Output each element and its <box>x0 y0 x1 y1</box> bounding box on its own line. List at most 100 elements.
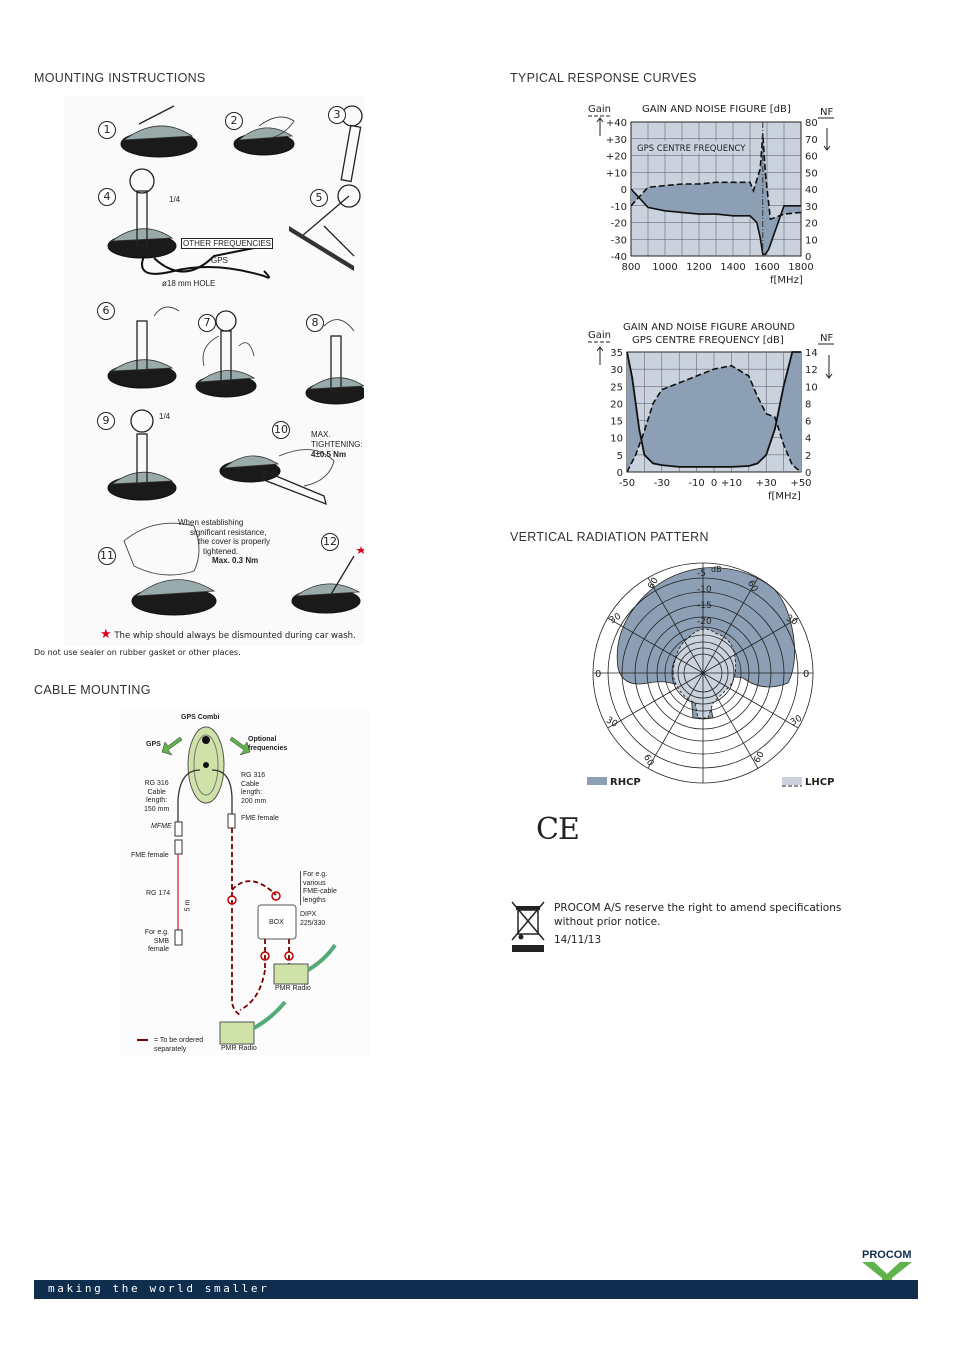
chart2-gain-label: Gain <box>588 330 611 341</box>
chart2-area <box>627 352 801 472</box>
rhcp-swatch <box>587 777 607 785</box>
chart2-title-1: GAIN AND NOISE FIGURE AROUND <box>623 322 795 333</box>
db-unit: dB <box>711 565 722 574</box>
chart1-x-unit: f[MHz] <box>770 275 803 286</box>
nf-tick-label: 80 <box>805 118 818 129</box>
weee-bin-icon <box>511 901 545 952</box>
cable-gps-label: GPS <box>146 741 161 748</box>
fme-female-right-label: FME female <box>241 815 279 822</box>
chart1-centre-label-bg <box>635 141 747 153</box>
cable-diagram-svg <box>137 726 337 1045</box>
cable-diagram <box>120 710 370 1055</box>
mfme-label: MFME <box>151 823 172 830</box>
x-tick-label: +30 <box>756 478 777 489</box>
chart1-nf-ticks: 80 70 60 50 40 30 20 10 0 <box>805 118 818 263</box>
gain-tick-label: -40 <box>611 252 627 263</box>
nf-tick-label: 70 <box>805 135 818 146</box>
nf-tick-label: 30 <box>805 202 818 213</box>
hole-label: ø18 mm HOLE <box>162 279 216 288</box>
step-2: 2 <box>225 112 243 130</box>
gain-tick-label: 15 <box>610 417 623 428</box>
step-3: 3 <box>328 106 346 124</box>
mounting-title: MOUNTING INSTRUCTIONS <box>34 71 206 85</box>
smb-label: For e.g.SMB female <box>144 929 169 953</box>
gain-tick-label: 20 <box>610 399 623 410</box>
notice: PROCOM A/S reserve the right to amend sp… <box>554 901 841 947</box>
lhcp-label: LHCP <box>805 777 834 788</box>
quarter-turn-label-9: 1/4 <box>159 412 171 421</box>
nf-tick-label: 10 <box>805 235 818 246</box>
gain-tick-label: 5 <box>617 451 623 462</box>
notice-date: 14/11/13 <box>554 934 602 946</box>
x-tick-label: -30 <box>654 478 670 489</box>
response-title: TYPICAL RESPONSE CURVES <box>510 71 697 85</box>
star-icon: ★ <box>100 627 112 642</box>
nf-tick-label: 0 <box>805 468 811 479</box>
five-m-label: 5 m <box>184 899 192 912</box>
x-tick-label: 1800 <box>788 262 813 273</box>
x-tick-label: 800 <box>621 262 640 273</box>
step-9: 9 <box>97 412 115 430</box>
x-tick-label: +10 <box>721 478 742 489</box>
angle-30-bl: 30 <box>604 715 619 730</box>
procom-logo-icon <box>862 1262 912 1294</box>
footer-bar: making the world smaller <box>34 1280 918 1299</box>
lhcp-swatch <box>782 777 802 785</box>
rhcp-label: RHCP <box>610 777 641 788</box>
step-6: 6 <box>97 302 115 320</box>
chart2-title-2: GPS CENTRE FREQUENCY [dB] <box>632 335 784 346</box>
whip-note: ★ The whip should always be dismounted d… <box>100 627 356 642</box>
chart1-nf-series <box>630 188 801 256</box>
nf-tick-label: 14 <box>805 348 818 359</box>
gps-label: GPS <box>211 256 228 265</box>
cable-title: CABLE MOUNTING <box>34 683 151 697</box>
ring-minus-20: -20 <box>697 617 712 627</box>
gain-tick-label: 25 <box>610 382 623 393</box>
gain-tick-label: +40 <box>606 118 627 129</box>
max-tightening-note: MAX. TIGHTENING: 4±0.5 Nm <box>311 430 363 459</box>
step-12: 12 <box>321 533 339 551</box>
radiation-pattern: -5 dB -10 -15 -20 60 60 30 30 30 30 60 6… <box>587 562 834 788</box>
chart1-centre-label: GPS CENTRE FREQUENCY <box>637 144 746 154</box>
chart1-area <box>631 133 801 255</box>
zero-right: 0 <box>803 669 809 680</box>
gain-tick-label: -20 <box>611 219 627 230</box>
gps-combi-label: GPS Combi <box>181 714 220 721</box>
mounting-illustrations <box>107 105 367 616</box>
x-tick-label: 1600 <box>754 262 779 273</box>
step-8: 8 <box>306 314 324 332</box>
other-frequencies-label: OTHER FREQUENCIES <box>181 238 274 249</box>
ring-minus-15: -15 <box>697 601 712 611</box>
nf-tick-label: 50 <box>805 168 818 179</box>
nf-tick-label: 0 <box>805 252 811 263</box>
pmr-radio-1-label: PMR Radio <box>275 985 311 992</box>
nf-tick-label: 20 <box>805 219 818 230</box>
response-chart-2: GAIN AND NOISE FIGURE AROUND GPS CENTRE … <box>588 322 834 502</box>
step-11: 11 <box>98 547 116 565</box>
nf-tick-label: 6 <box>805 417 811 428</box>
rg174-label: RG 174 <box>146 890 171 897</box>
chart2-gain-series <box>626 364 802 473</box>
sealer-note: Do not use sealer on rubber gasket or ot… <box>34 648 241 657</box>
nf-tick-label: 60 <box>805 152 818 163</box>
pmr-radio-2-label: PMR Radio <box>221 1045 257 1052</box>
x-tick-label: -10 <box>688 478 704 489</box>
chart2-x-unit: f[MHz] <box>768 491 801 502</box>
gain-tick-label: +20 <box>606 152 627 163</box>
radiation-title: VERTICAL RADIATION PATTERN <box>510 530 709 544</box>
nf-tick-label: 40 <box>805 185 818 196</box>
angle-60-bl: 60 <box>641 753 656 768</box>
x-tick-label: 1400 <box>720 262 745 273</box>
notice-line-1: PROCOM A/S reserve the right to amend sp… <box>554 902 842 914</box>
x-tick-label: +50 <box>790 478 811 489</box>
ce-mark: CE <box>536 812 580 847</box>
